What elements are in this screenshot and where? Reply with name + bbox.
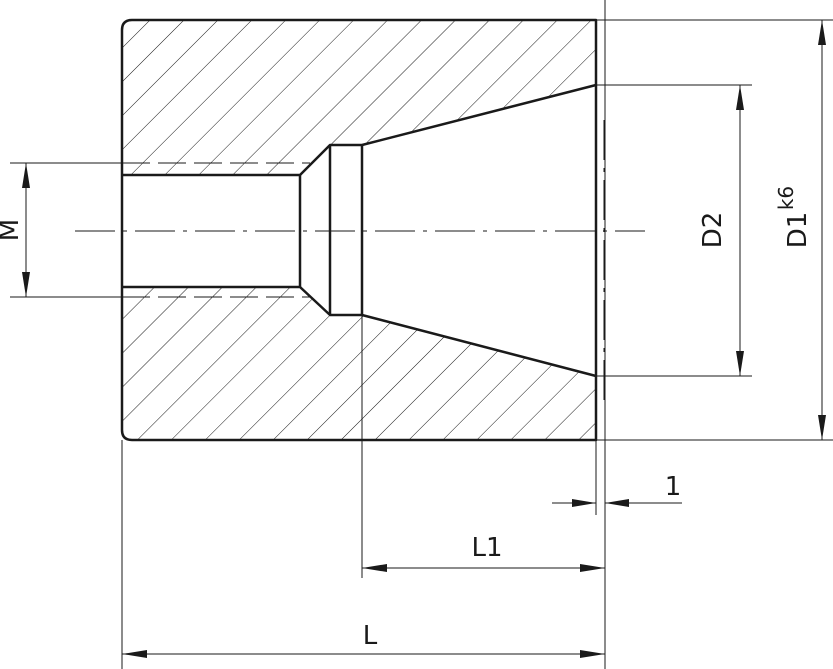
extension-lines bbox=[10, 0, 833, 669]
label-l: L bbox=[363, 621, 378, 651]
label-d1-tolerance: k6 bbox=[774, 186, 798, 210]
dimension-d2 bbox=[736, 85, 744, 376]
hatched-section-bottom bbox=[122, 287, 596, 440]
dimension-m bbox=[22, 163, 30, 297]
label-d2: D2 bbox=[698, 212, 728, 249]
label-d1: D1 bbox=[783, 212, 813, 249]
dimension-l1 bbox=[362, 564, 605, 572]
body-outline bbox=[120, 18, 598, 442]
bore-profile bbox=[122, 83, 597, 378]
dimension-one bbox=[552, 499, 682, 507]
dimension-l bbox=[122, 650, 605, 658]
label-m: M bbox=[0, 219, 25, 241]
label-one: 1 bbox=[665, 472, 682, 502]
thread-lines bbox=[122, 162, 310, 298]
label-l1: L1 bbox=[471, 533, 502, 563]
dimension-d1 bbox=[818, 20, 826, 440]
hatched-section-top bbox=[122, 20, 596, 175]
